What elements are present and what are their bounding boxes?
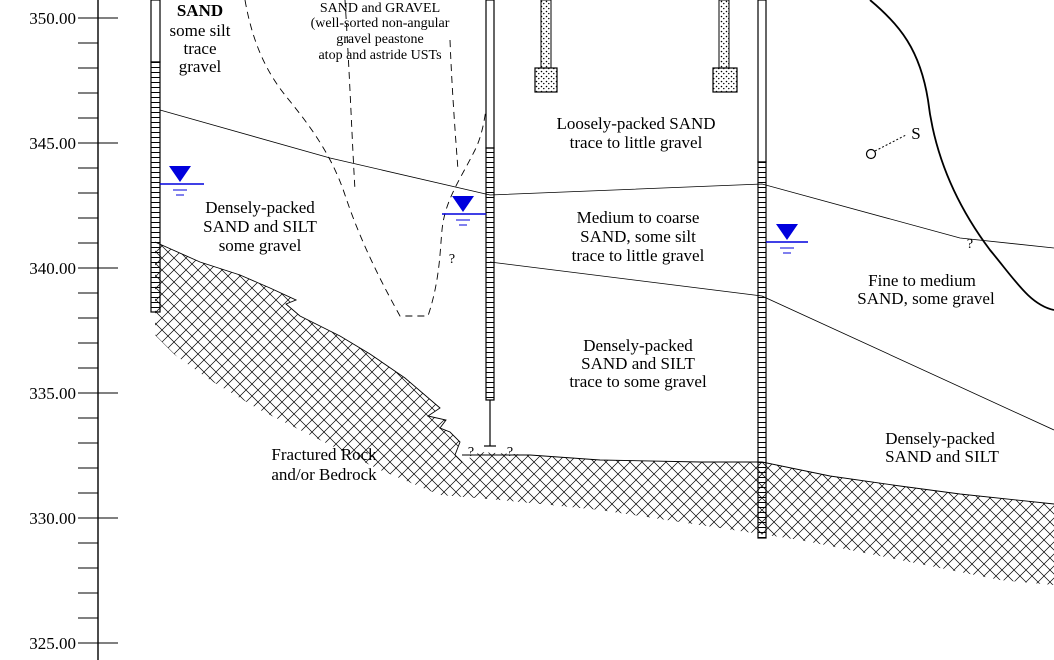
water-level-triangle-icon (169, 166, 191, 182)
unit-label-line: some gravel (219, 236, 302, 255)
water-table-marker (160, 166, 204, 196)
unit-label-line: atop and astride USTs (318, 48, 441, 63)
unit-label-line: gravel peastone (336, 32, 423, 47)
water-table-marker (766, 224, 808, 254)
sample-point-circle-icon (865, 148, 877, 160)
axis-tick-label: 335.00 (29, 384, 76, 403)
ust-vent-pipe-left (534, 0, 558, 93)
water-level-triangle-icon (776, 224, 798, 240)
unit-label-line: SAND and SILT (885, 447, 999, 466)
unit-label-line: Fractured Rock (271, 445, 377, 464)
unknown-contact-marker: ? (507, 445, 513, 460)
unit-label-line: gravel (179, 57, 222, 76)
axis-tick-label: 345.00 (29, 134, 76, 153)
unit-label-line: Densely-packed (885, 429, 995, 448)
unit-label-line: Loosely-packed SAND (556, 114, 715, 133)
axis-tick-label: 340.00 (29, 259, 76, 278)
unknown-contact-marker: ? (967, 237, 973, 252)
contact-line (159, 109, 1054, 249)
ust-vent-pipe-right (712, 0, 738, 93)
pipe-base (712, 67, 738, 93)
unit-label-line: Fine to medium (868, 271, 976, 290)
unit-label-line: some silt (170, 21, 231, 40)
well-screen (757, 161, 767, 539)
bedrock-surface (462, 454, 1054, 505)
axis-ticks (78, 17, 118, 644)
unknown-contact-marker: ? (468, 445, 474, 460)
well-screen (150, 61, 161, 313)
unit-label-line: trace to little gravel (572, 246, 705, 265)
unit-label-line: SAND and GRAVEL (320, 1, 440, 16)
unit-label-line: (well-sorted non-angular (311, 16, 450, 31)
sample-point: S (865, 124, 921, 160)
unit-label-line: and/or Bedrock (271, 465, 377, 484)
unit-label-line: Densely-packed (583, 336, 693, 355)
unit-boundary-curve (869, 0, 1054, 311)
ust-excavation-inner (344, 0, 356, 191)
unit-label-line: Densely-packed (205, 198, 315, 217)
unit-label-line: SAND (177, 1, 223, 20)
unit-label-line: SAND, some silt (580, 227, 696, 246)
pipe-base (534, 67, 558, 93)
water-level-triangle-icon (452, 196, 474, 212)
ust-excavation-inner (449, 39, 459, 171)
monitoring-well-1 (150, 0, 161, 313)
unit-label-line: SAND and SILT (581, 354, 695, 373)
monitoring-well-3 (757, 0, 767, 539)
unknown-contact-marker: ? (449, 252, 455, 267)
well-casing (485, 0, 495, 149)
bedrock-fill (155, 242, 1054, 585)
sample-marker-label: S (911, 124, 920, 143)
elevation-axis: 350.00 345.00 340.00 335.00 330.00 325.0… (29, 0, 118, 660)
axis-tick-label: 350.00 (29, 9, 76, 28)
well-screen (485, 147, 495, 401)
unit-label-line: Medium to coarse (577, 208, 700, 227)
pipe-shaft (718, 0, 730, 69)
well-casing (757, 0, 767, 163)
unit-label-line: SAND and SILT (203, 217, 317, 236)
unit-label-line: SAND, some gravel (857, 289, 995, 308)
well-casing (150, 0, 161, 63)
monitoring-well-2 (484, 0, 496, 447)
unit-label-line: trace to some gravel (569, 372, 707, 391)
pipe-shaft (540, 0, 552, 69)
water-table-marker (442, 196, 486, 226)
unit-label-line: trace (183, 39, 216, 58)
axis-tick-label: 325.00 (29, 634, 76, 653)
unit-label-line: trace to little gravel (570, 133, 703, 152)
sample-leader-line (874, 134, 907, 152)
bedrock-surface (154, 241, 463, 463)
ust-excavation-outline (244, 0, 491, 317)
axis-tick-label: 330.00 (29, 509, 76, 528)
